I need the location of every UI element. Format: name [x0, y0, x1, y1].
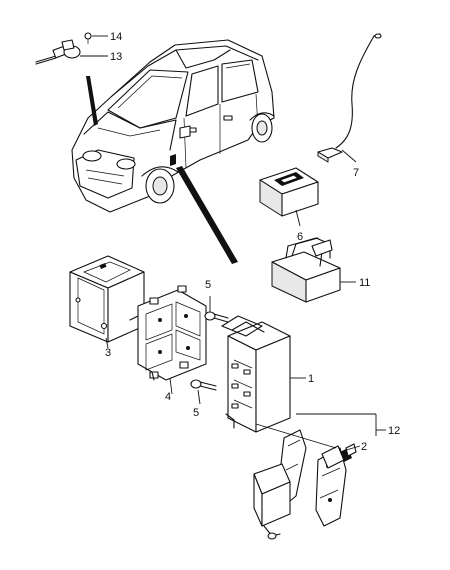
leader-5-lower: [197, 389, 201, 405]
part-13-14-sensor-and-screw: [35, 32, 92, 65]
part-5-bolt-lower: [190, 379, 217, 391]
leader-2: [345, 445, 361, 451]
part-7-antenna-cable: [317, 33, 382, 163]
part-5-bolt-upper: [204, 311, 229, 323]
callout-11: 11: [359, 277, 370, 289]
leader-6: [295, 209, 301, 227]
callout-7: 7: [353, 167, 359, 179]
part-1-control-unit: [221, 315, 291, 433]
location-pointers: [86, 76, 238, 264]
car-illustration: [71, 39, 275, 213]
part-3-circuit-board: [69, 255, 145, 343]
callout-13: 13: [110, 51, 122, 63]
callout-4: 4: [165, 391, 171, 403]
part-11-relay-module: [271, 237, 341, 303]
part-12-brackets: [253, 429, 347, 540]
callout-5-upper: 5: [205, 279, 211, 291]
callout-6: 6: [297, 231, 303, 243]
part-6-relay-block: [259, 167, 319, 217]
callout-12: 12: [388, 425, 400, 437]
leader-4: [169, 377, 173, 395]
callout-2: 2: [361, 441, 367, 453]
part-4-mounting-bracket: [129, 285, 207, 381]
leaders-12: [255, 413, 386, 449]
leader-3: [105, 337, 109, 349]
callout-1: 1: [308, 373, 314, 385]
part-2-connectors: [321, 443, 357, 469]
callout-3: 3: [105, 347, 111, 359]
callout-5-lower: 5: [193, 407, 199, 419]
callout-14: 14: [110, 31, 122, 43]
leader-7: [341, 149, 357, 163]
